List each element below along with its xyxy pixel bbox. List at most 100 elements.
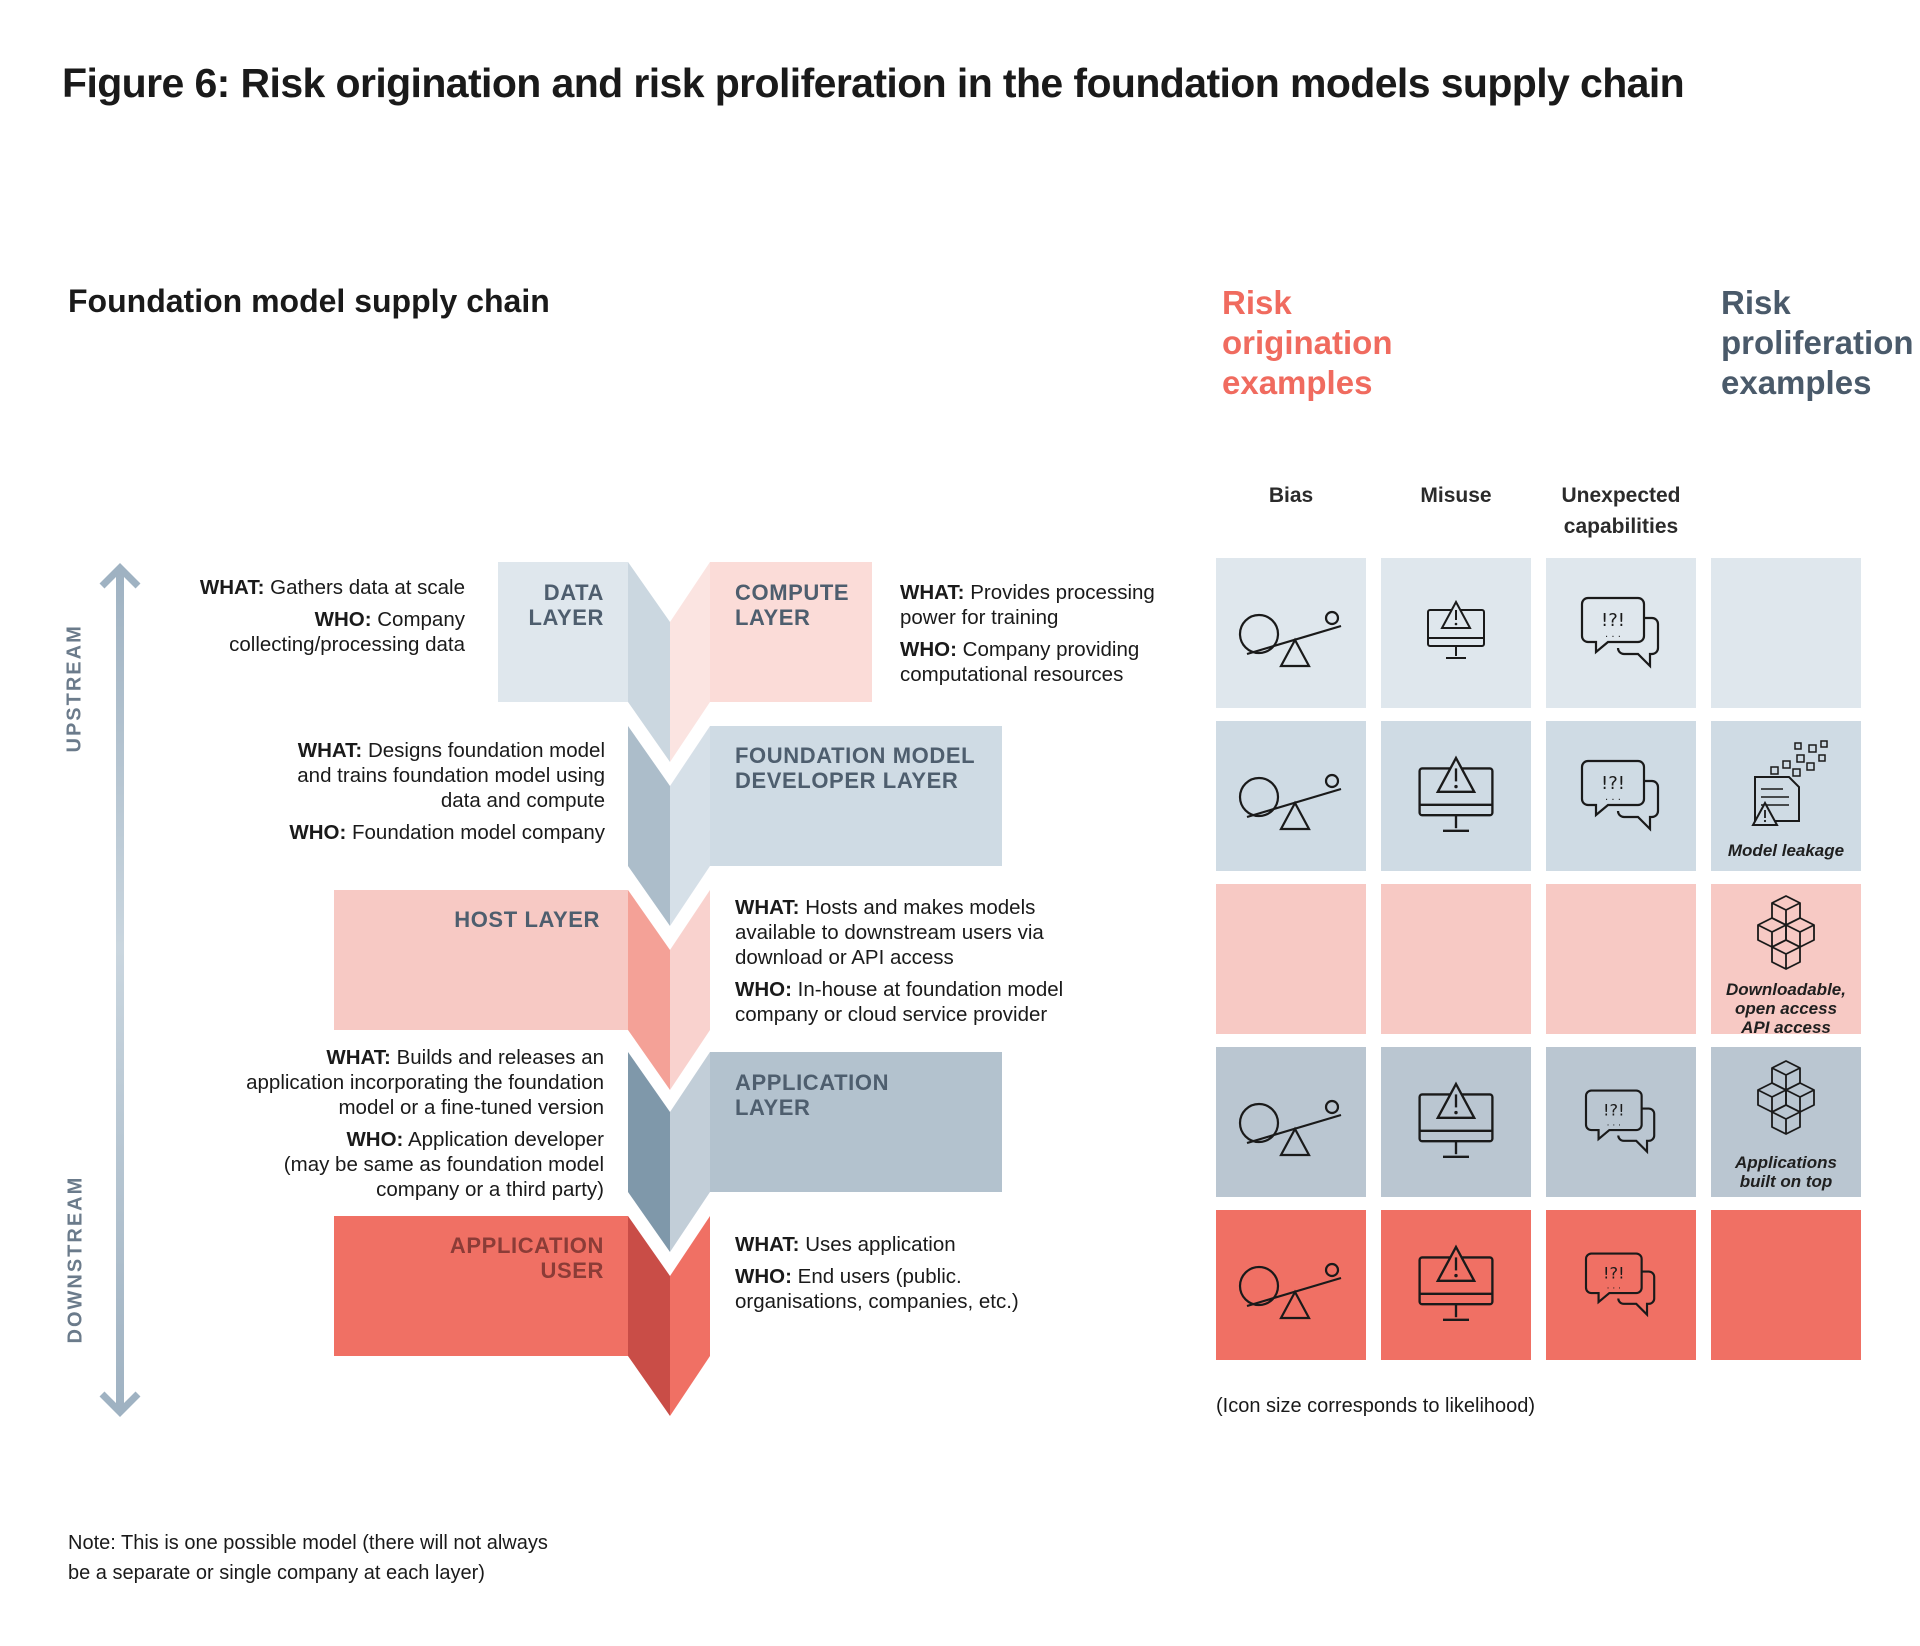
who-line: WHO: In-house at foundation model xyxy=(735,977,1115,1002)
host-layer-fold-right xyxy=(670,890,710,1090)
double-arrow-icon xyxy=(99,563,141,1417)
what-text: Uses application xyxy=(805,1233,956,1256)
what-text: and trains foundation model using xyxy=(297,764,605,787)
upstream-label: UPSTREAM xyxy=(63,624,86,753)
data-layer-fold xyxy=(628,562,670,762)
grid-cell-proliferation: Downloadable, open access API access xyxy=(1711,884,1861,1037)
grid-cell-unexpected: !?! . . . xyxy=(1546,721,1696,871)
who-key: WHO: xyxy=(735,978,792,1001)
application-user-fold-left xyxy=(628,1216,670,1416)
cubes-icon xyxy=(1757,1060,1815,1135)
speech-bubbles-icon: !?! . . . xyxy=(1584,1089,1656,1155)
seesaw-icon xyxy=(1238,773,1342,831)
supply-chain-zigzag xyxy=(334,562,1002,1416)
what-key: WHAT: xyxy=(326,1046,391,1069)
icon-size-note: (Icon size corresponds to likelihood) xyxy=(1216,1395,1536,1417)
svg-text:!?!: !?! xyxy=(1603,1101,1625,1120)
heading-line: proliferation xyxy=(1721,324,1914,361)
grid-cell-bias xyxy=(1216,1047,1366,1197)
application-user-label: APPLICATION USER xyxy=(400,1233,604,1283)
what-line: WHAT: Uses application xyxy=(735,1232,1115,1257)
grid-cell-unexpected: !?! . . . xyxy=(1546,558,1696,708)
grid-cell-proliferation xyxy=(1711,558,1861,708)
grid-cell-bias xyxy=(1216,884,1366,1034)
svg-text:. . .: . . . xyxy=(1605,792,1621,803)
who-text: Company xyxy=(377,608,465,631)
application-layer-fold-right xyxy=(670,1052,710,1252)
label-line: DATA xyxy=(543,580,604,605)
what-text: power for training xyxy=(900,606,1059,629)
label-line: DEVELOPER LAYER xyxy=(735,768,959,793)
cubes-icon xyxy=(1757,895,1815,970)
caption-line: Downloadable, xyxy=(1726,980,1846,999)
what-line: WHAT: Provides processing xyxy=(900,580,1205,605)
svg-text:. . .: . . . xyxy=(1607,1119,1621,1129)
footnote-line: Note: This is one possible model (there … xyxy=(68,1532,548,1554)
caption-line: built on top xyxy=(1739,1172,1833,1191)
compute-layer-description: WHAT: Provides processing power for trai… xyxy=(900,580,1205,694)
figure-title: Figure 6: Risk origination and risk prol… xyxy=(62,60,1685,106)
what-line: WHAT: Builds and releases an xyxy=(150,1045,604,1070)
who-key: WHO: xyxy=(346,1128,404,1151)
seesaw-icon xyxy=(1238,610,1342,668)
who-key: WHO: xyxy=(289,821,347,844)
who-line: WHO: Company xyxy=(120,607,465,632)
who-line: WHO: Application developer xyxy=(150,1127,604,1152)
what-text: Builds and releases an xyxy=(396,1046,604,1069)
heading-line: Risk xyxy=(1222,284,1292,321)
application-layer-label: APPLICATION LAYER xyxy=(735,1070,889,1120)
column-header-line: Bias xyxy=(1268,484,1314,507)
what-text: data and compute xyxy=(440,789,605,812)
application-layer-fold-left xyxy=(628,1052,670,1252)
speech-bubbles-icon: !?! . . . xyxy=(1580,596,1660,669)
footnote-line: be a separate or single company at each … xyxy=(68,1562,485,1584)
column-header-misuse: Misuse xyxy=(1381,480,1531,511)
host-layer-label: HOST LAYER xyxy=(380,907,600,932)
label-line: APPLICATION xyxy=(449,1233,604,1258)
who-text: organisations, companies, etc.) xyxy=(735,1290,1019,1313)
column-header-unexpected-capabilities: Unexpected capabilities xyxy=(1546,480,1696,542)
warning-monitor-icon xyxy=(1418,1244,1494,1321)
who-line: WHO: Foundation model company xyxy=(215,820,605,845)
label-line: COMPUTE xyxy=(735,580,850,605)
grid-cell-proliferation xyxy=(1711,1210,1861,1360)
compute-layer-block xyxy=(710,562,872,702)
proliferation-caption: Applications built on top xyxy=(1711,1153,1861,1191)
warning-monitor-icon xyxy=(1427,600,1485,659)
grid-cell-proliferation: Model leakage xyxy=(1711,721,1861,871)
speech-bubbles-icon: !?! . . . xyxy=(1580,759,1660,832)
developer-layer-fold-right xyxy=(670,726,710,926)
svg-text:!?!: !?! xyxy=(1601,610,1625,631)
heading-line: origination xyxy=(1222,324,1393,361)
application-layer-block xyxy=(710,1052,1002,1192)
what-key: WHAT: xyxy=(297,739,363,762)
grid-cell-unexpected xyxy=(1546,884,1696,1034)
who-text: company or cloud service provider xyxy=(735,1003,1048,1026)
column-header-line: Misuse xyxy=(1420,484,1492,507)
who-text: Foundation model company xyxy=(352,821,605,844)
what-text: Gathers data at scale xyxy=(270,576,465,599)
column-header-line: capabilities xyxy=(1563,515,1679,538)
who-text: End users (public. xyxy=(797,1265,962,1288)
label-line: LAYER xyxy=(528,605,604,630)
svg-text:. . .: . . . xyxy=(1607,1282,1621,1292)
risk-origination-heading: Risk origination examples xyxy=(1222,283,1392,403)
what-text: model or a fine-tuned version xyxy=(338,1096,604,1119)
who-key: WHO: xyxy=(314,608,372,631)
application-user-description: WHAT: Uses application WHO: End users (p… xyxy=(735,1232,1115,1321)
who-text: company or a third party) xyxy=(376,1178,604,1201)
grid-cell-bias xyxy=(1216,558,1366,708)
who-line: WHO: End users (public. xyxy=(735,1264,1115,1289)
heading-line: examples xyxy=(1222,364,1373,401)
who-text: Company providing xyxy=(962,638,1140,661)
compute-layer-fold xyxy=(670,562,710,762)
who-text: Application developer xyxy=(407,1128,604,1151)
label-line: HOST LAYER xyxy=(454,907,600,932)
what-text: Provides processing xyxy=(970,581,1155,604)
grid-cell-bias xyxy=(1216,721,1366,871)
grid-cell-misuse xyxy=(1381,884,1531,1034)
what-key: WHAT: xyxy=(900,581,965,604)
what-key: WHAT: xyxy=(199,576,265,599)
who-text: computational resources xyxy=(900,663,1124,686)
label-line: LAYER xyxy=(735,605,811,630)
